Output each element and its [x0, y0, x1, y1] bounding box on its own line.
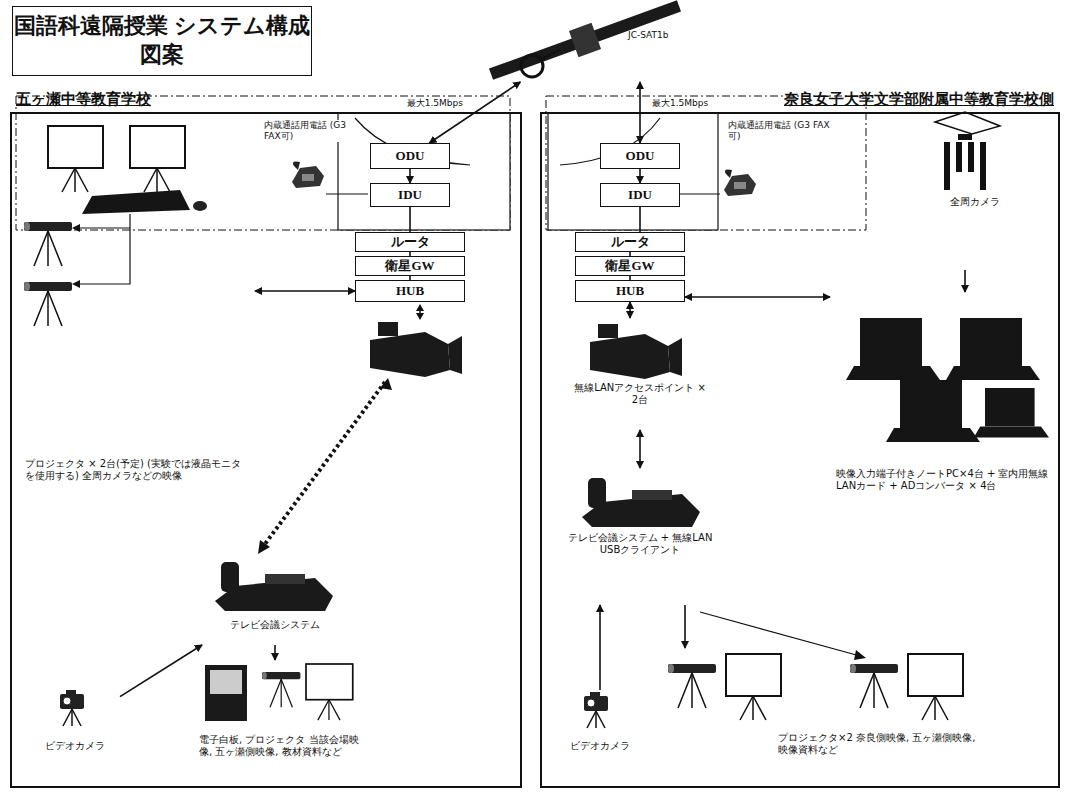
- whiteboard-projector: 電子白板, プロジェクタ 当該会場映像, 五ヶ瀬側映像, 教材資料など: [195, 660, 370, 788]
- title-box: 国語科遠隔授業 システム構成図案: [12, 6, 312, 76]
- omni-camera: 全周カメラ: [880, 110, 1050, 270]
- router-box: ルータ: [575, 232, 685, 252]
- site-heading: 奈良女子大学文学部附属中等教育学校側: [542, 90, 1054, 108]
- site-panel: 奈良女子大学文学部附属中等教育学校側ODUIDUルータ衛星GWHUB全周カメラ映…: [540, 112, 1060, 788]
- tv-conference: テレビ会議システム: [195, 553, 355, 645]
- video-camera: ビデオカメラ: [30, 690, 120, 760]
- hub-box: HUB: [355, 280, 465, 302]
- device-caption: 映像入力端子付きノートPC×4台 + 室内用無線LANカード + ADコンバータ…: [836, 468, 1051, 492]
- router-box: ルータ: [355, 232, 465, 252]
- connector: [255, 290, 355, 292]
- box-label: 衛星GW: [605, 257, 654, 275]
- phone-note: 内蔵通話用電話 (G3 FAX可): [726, 120, 840, 142]
- video-camera: ビデオカメラ: [560, 690, 640, 760]
- device-caption: 無線LANアクセスポイント × 2台: [572, 382, 708, 406]
- device-caption: ビデオカメラ: [30, 740, 120, 752]
- phone-note: 内蔵通話用電話 (G3 FAX可): [262, 120, 356, 142]
- bandwidth-label: 最大1.5Mbps: [405, 97, 465, 110]
- box-label: ODU: [396, 148, 425, 164]
- idu-box: IDU: [600, 183, 680, 207]
- connector: [684, 605, 686, 648]
- device-caption: プロジェクタ×2 奈良側映像, 五ヶ瀬側映像, 映像資料など: [778, 732, 978, 756]
- connector: [964, 270, 966, 292]
- connector: [639, 207, 641, 232]
- box-label: IDU: [628, 187, 652, 203]
- box-label: ルータ: [611, 233, 650, 251]
- connector: [274, 645, 276, 660]
- bandwidth-label: 最大1.5Mbps: [650, 97, 710, 110]
- hub-box: HUB: [575, 280, 685, 302]
- idu-box: IDU: [370, 183, 450, 207]
- site-panel: 五ヶ瀬中等教育学校ODUIDUルータ衛星GWHUBプロジェクタ × 2台(予定)…: [10, 112, 522, 788]
- tv-conference: テレビ会議システム + 無線LAN USBクライアント: [560, 468, 720, 605]
- site-heading: 五ヶ瀬中等教育学校: [16, 90, 416, 108]
- gateway-box: 衛星GW: [355, 256, 465, 276]
- connector: [120, 645, 202, 697]
- box-label: HUB: [616, 283, 644, 299]
- wireless-ap: 無線LANアクセスポイント × 2台: [572, 318, 708, 430]
- gateway-box: 衛星GW: [575, 256, 685, 276]
- device-caption: 電子白板, プロジェクタ 当該会場映像, 五ヶ瀬側映像, 教材資料など: [199, 734, 367, 758]
- connector: [639, 169, 641, 183]
- connector: [685, 296, 830, 298]
- device-caption: ビデオカメラ: [560, 740, 640, 752]
- projector-group: プロジェクタ×2 奈良側映像, 五ヶ瀬側映像, 映像資料など: [650, 648, 1010, 788]
- projector-group: プロジェクタ × 2台(予定) (実験では液晶モニタを使用する) 全周カメラなど…: [15, 120, 255, 512]
- connector: [409, 207, 411, 232]
- box-label: ルータ: [391, 233, 430, 251]
- satellite: JC-SAT1b: [480, 2, 680, 82]
- box-label: ODU: [626, 148, 655, 164]
- box-label: HUB: [396, 283, 424, 299]
- device-caption: 全周カメラ: [950, 196, 1050, 208]
- connector: [599, 605, 601, 690]
- box-label: 国語科遠隔授業 システム構成図案: [13, 12, 311, 69]
- device-caption: プロジェクタ × 2台(予定) (実験では液晶モニタを使用する) 全周カメラなど…: [25, 458, 245, 482]
- odu-box: ODU: [600, 143, 680, 169]
- connector: [639, 430, 641, 468]
- device-caption: テレビ会議システム: [195, 619, 355, 631]
- laptop-group: 映像入力端子付きノートPC×4台 + 室内用無線LANカード + ADコンバータ…: [830, 292, 1055, 532]
- odu-box: ODU: [370, 143, 450, 169]
- device-caption: JC-SAT1b: [628, 30, 678, 41]
- connector: [409, 169, 411, 183]
- device-caption: テレビ会議システム + 無線LAN USBクライアント: [560, 532, 720, 556]
- box-label: IDU: [398, 187, 422, 203]
- box-label: 衛星GW: [385, 257, 434, 275]
- connector: [629, 302, 631, 318]
